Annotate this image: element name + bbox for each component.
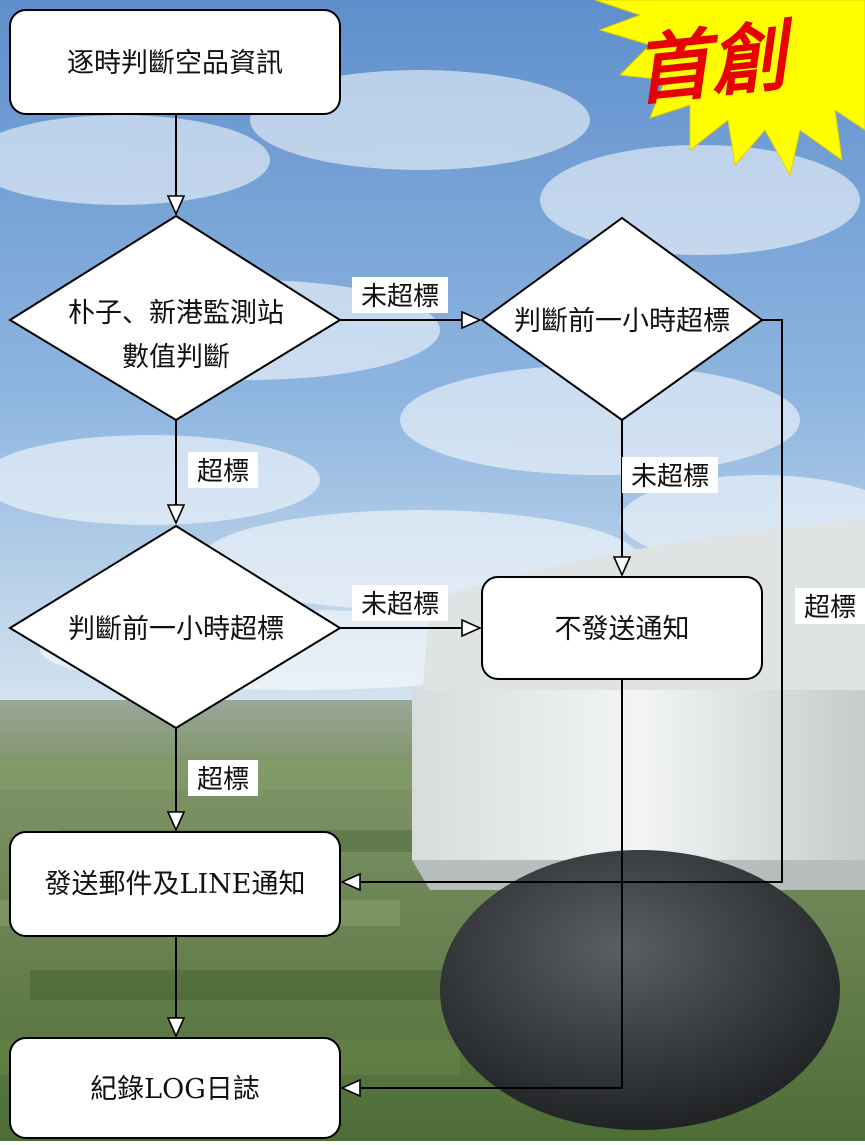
svg-text:超標: 超標 (197, 765, 249, 795)
node-decision-prev-hour-bottom-label: 判斷前一小時超標 (68, 614, 284, 645)
node-send-notify: 發送郵件及LINE通知 (9, 831, 341, 937)
edge-top-prev-to-send (342, 319, 783, 882)
node-decision-prev-hour-bottom: 判斷前一小時超標 (8, 524, 342, 730)
svg-text:超標: 超標 (197, 457, 249, 487)
starburst-icon (594, 0, 865, 177)
node-decision-station-line2: 數值判斷 (122, 342, 230, 373)
label-top-prev-exceeded: 超標 (795, 588, 865, 624)
label-station-not-exceeded: 未超標 (352, 277, 448, 313)
node-no-notify-label: 不發送通知 (555, 614, 690, 645)
node-decision-station: 朴子、新港監測站 數值判斷 (8, 214, 342, 422)
label-top-prev-not-exceeded: 未超標 (622, 457, 718, 493)
svg-text:未超標: 未超標 (361, 590, 439, 620)
badge: 首創 (594, 0, 865, 177)
label-station-exceeded: 超標 (188, 452, 258, 488)
node-decision-station-line1: 朴子、新港監測站 (68, 298, 284, 329)
node-decision-prev-hour-top: 判斷前一小時超標 (480, 216, 764, 422)
label-bottom-prev-not-exceeded: 未超標 (352, 585, 448, 621)
node-log: 紀錄LOG日誌 (9, 1037, 341, 1139)
node-send-notify-label: 發送郵件及LINE通知 (45, 869, 306, 900)
node-start: 逐時判斷空品資訊 (9, 9, 341, 115)
camera-dome (440, 850, 840, 1130)
badge-text: 首創 (630, 10, 801, 116)
connectors (176, 114, 783, 1088)
node-decision-prev-hour-top-label: 判斷前一小時超標 (514, 306, 730, 337)
svg-text:未超標: 未超標 (361, 282, 439, 312)
node-start-label: 逐時判斷空品資訊 (67, 48, 283, 79)
edge-no-notify-to-log (342, 679, 623, 1088)
node-log-label: 紀錄LOG日誌 (90, 1074, 260, 1105)
label-bottom-prev-exceeded: 超標 (188, 760, 258, 796)
edge-labels: 未超標 超標 未超標 超標 未超標 超標 (188, 277, 865, 796)
svg-text:未超標: 未超標 (631, 462, 709, 492)
svg-text:超標: 超標 (804, 593, 856, 623)
node-no-notify: 不發送通知 (481, 576, 763, 680)
